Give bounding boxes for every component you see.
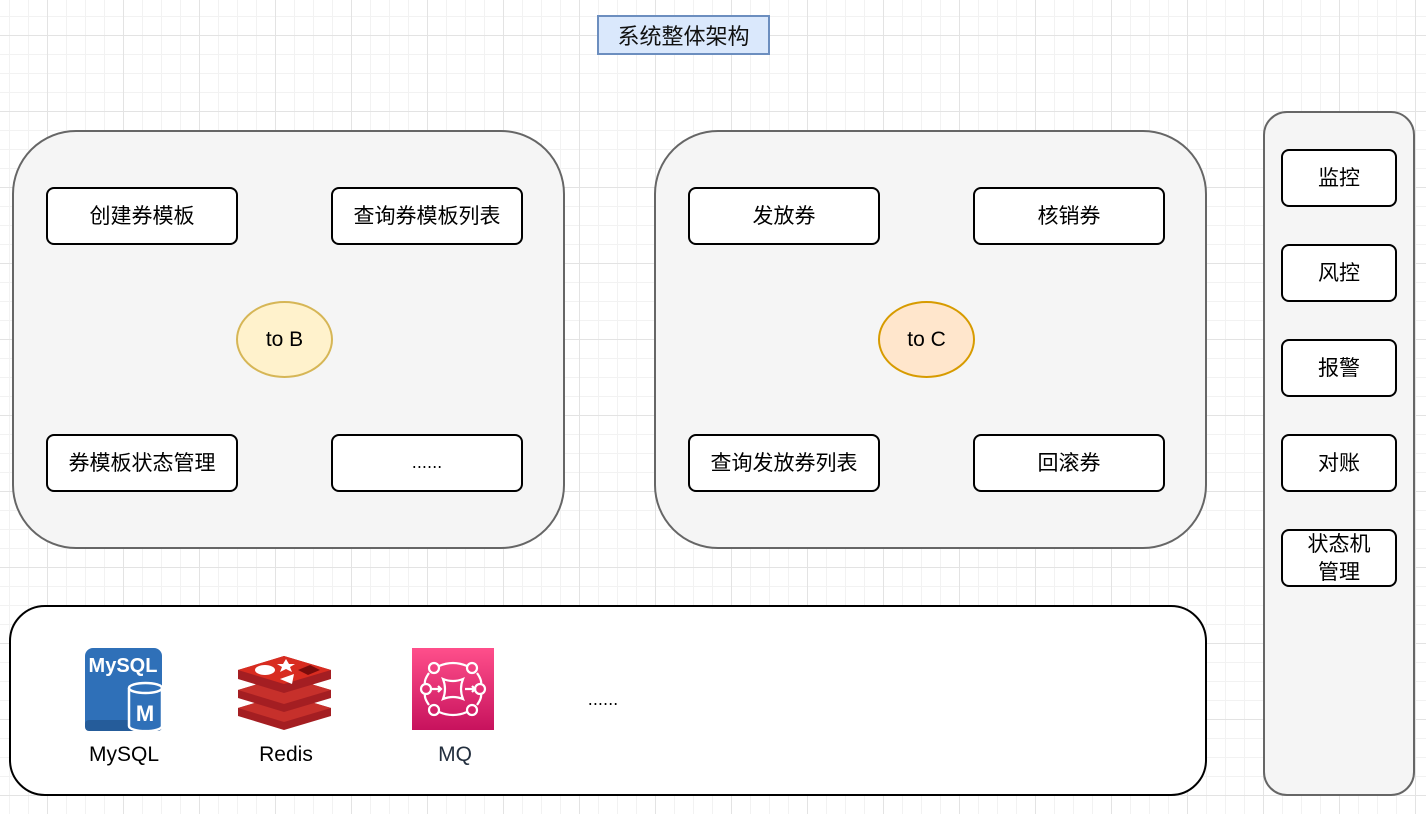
coupon-template-status-management[interactable]: 券模板状态管理 bbox=[46, 434, 238, 492]
svg-text:MySQL: MySQL bbox=[89, 655, 158, 677]
to-c-ellipse: to C bbox=[878, 301, 975, 378]
svg-text:M: M bbox=[136, 701, 154, 726]
state-machine-management-label: 状态机管理 bbox=[1307, 532, 1371, 584]
rollback-coupon[interactable]: 回滚券 bbox=[973, 434, 1165, 492]
mysql-icon: MySQL M bbox=[85, 648, 164, 733]
to-b-more[interactable]: ...... bbox=[331, 434, 523, 492]
infrastructure-more: ...... bbox=[587, 690, 619, 709]
mysql-label: MySQL bbox=[88, 743, 159, 766]
to-b-ellipse: to B bbox=[236, 301, 333, 378]
monitoring[interactable]: 监控 bbox=[1281, 149, 1397, 207]
infrastructure-group bbox=[9, 605, 1207, 796]
risk-control[interactable]: 风控 bbox=[1281, 244, 1397, 302]
alerting[interactable]: 报警 bbox=[1281, 339, 1397, 397]
create-coupon-template[interactable]: 创建券模板 bbox=[46, 187, 238, 245]
issue-coupon[interactable]: 发放券 bbox=[688, 187, 880, 245]
reconciliation[interactable]: 对账 bbox=[1281, 434, 1397, 492]
query-coupon-template-list[interactable]: 查询券模板列表 bbox=[331, 187, 523, 245]
query-issued-coupon-list[interactable]: 查询发放券列表 bbox=[688, 434, 880, 492]
mq-icon bbox=[412, 648, 494, 730]
mq-label: MQ bbox=[438, 743, 472, 766]
state-machine-management[interactable]: 状态机管理 bbox=[1281, 529, 1397, 587]
diagram-title: 系统整体架构 bbox=[597, 15, 770, 55]
redeem-coupon[interactable]: 核销券 bbox=[973, 187, 1165, 245]
redis-label: Redis bbox=[259, 743, 313, 766]
redis-icon bbox=[236, 648, 333, 731]
